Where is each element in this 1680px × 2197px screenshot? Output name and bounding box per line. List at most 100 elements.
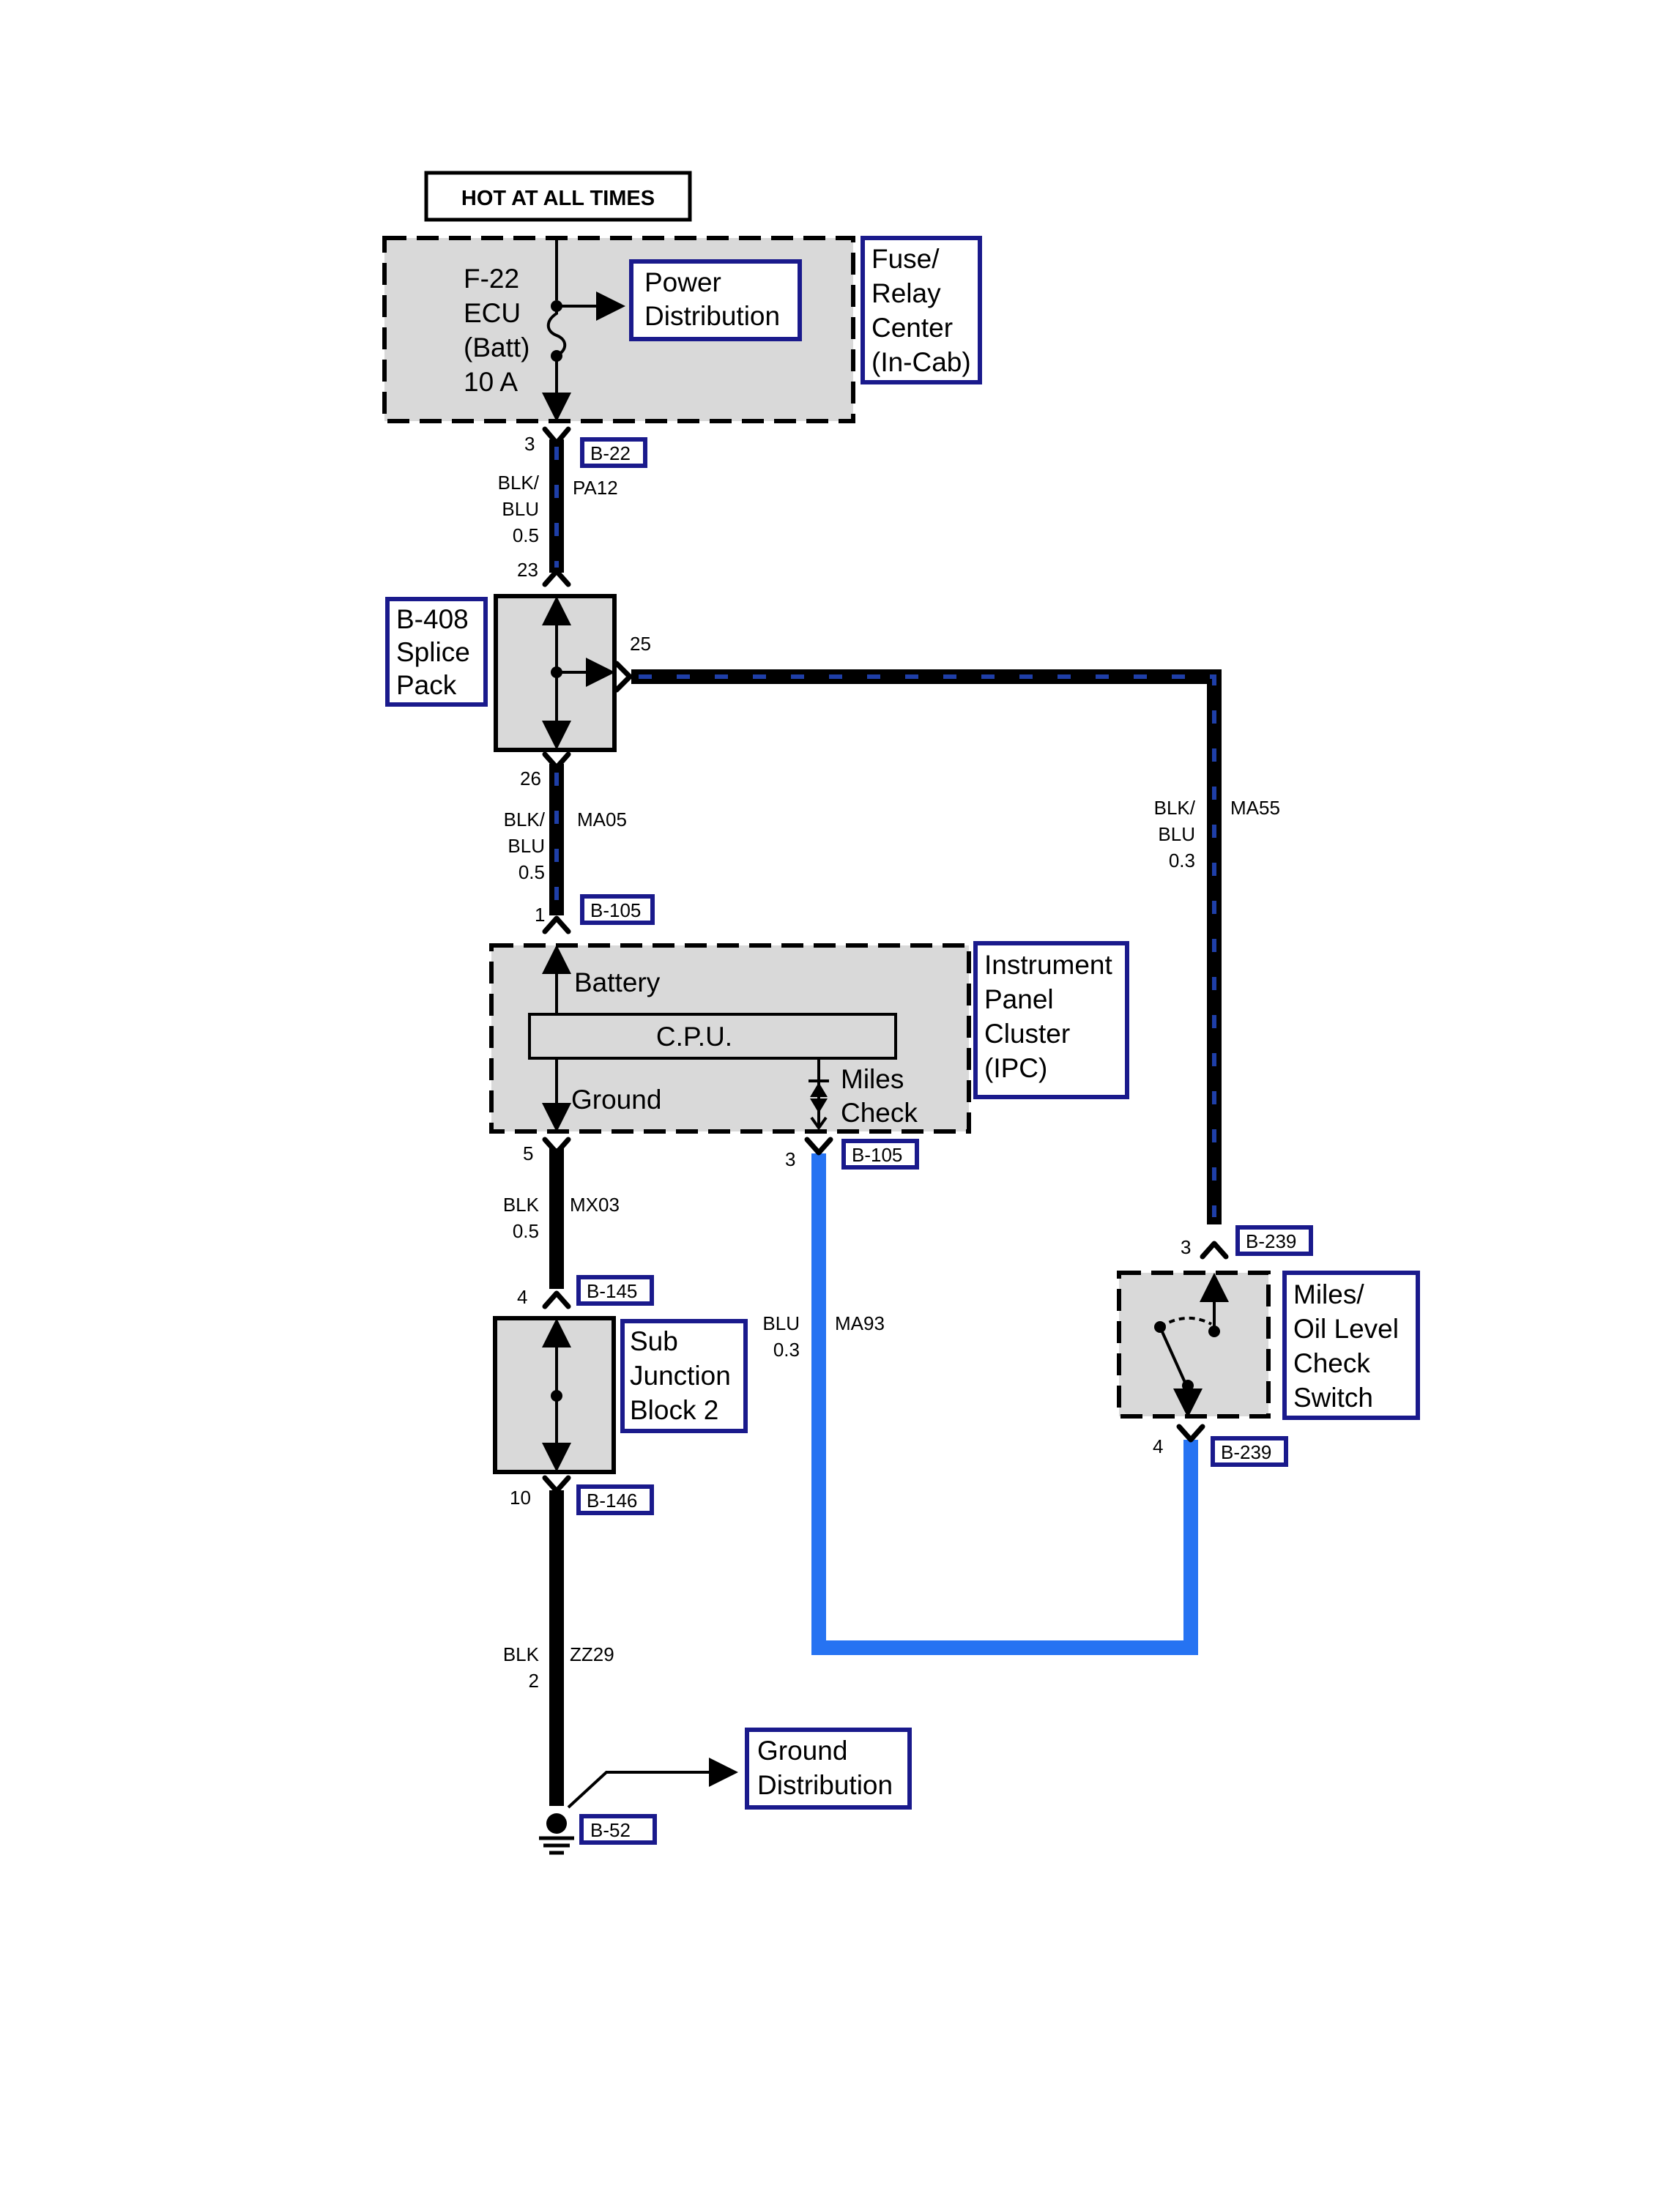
connector-25-icon — [614, 661, 633, 693]
cpu-label: C.P.U. — [656, 1022, 732, 1052]
wire-ma05-circuit-label: MA05 — [577, 808, 627, 830]
wire-zz29-color-label: BLK 2 — [503, 1643, 540, 1692]
connector-b105-pin3-box — [841, 1139, 919, 1170]
wire-zz29-circuit-label: ZZ29 — [570, 1643, 614, 1665]
svg-text:BLU: BLU — [502, 498, 539, 520]
svg-text:Block 2: Block 2 — [630, 1395, 718, 1425]
pin-4-label: 4 — [517, 1286, 527, 1308]
wire-ma93 — [811, 1153, 1198, 1655]
svg-text:Pack: Pack — [396, 670, 457, 700]
switch-label-box — [1282, 1271, 1420, 1420]
ipc-ground-label: Ground — [571, 1085, 661, 1115]
svg-text:2: 2 — [529, 1670, 539, 1692]
wire-pa12-circuit-label: PA12 — [573, 477, 618, 499]
connector-b145-label: B-145 — [587, 1280, 637, 1302]
miles-check-arrow-down-icon — [810, 1098, 828, 1113]
switch-label: Miles/ — [1293, 1279, 1364, 1309]
wire-ma05-color-label: BLK/ BLU 0.5 — [504, 808, 546, 883]
svg-text:BLK: BLK — [503, 1643, 540, 1665]
wire-ma55-stripe — [639, 674, 1216, 1217]
svg-text:(Batt): (Batt) — [464, 332, 529, 363]
svg-text:0.5: 0.5 — [513, 524, 539, 546]
wire-mx03-color-label: BLK 0.5 — [503, 1194, 540, 1242]
svg-text:BLK/: BLK/ — [504, 808, 546, 830]
svg-text:10 A: 10 A — [464, 367, 518, 397]
splice-pack-label-box — [385, 597, 488, 707]
wire-ma93-color-label: BLU 0.3 — [762, 1312, 800, 1361]
ground-terminal-icon — [546, 1813, 567, 1834]
ground-distribution-label-box — [745, 1728, 912, 1810]
svg-text:Check: Check — [841, 1098, 918, 1128]
svg-text:0.5: 0.5 — [519, 861, 545, 883]
connector-b22-icon — [542, 426, 571, 446]
connector-b105-pin3-icon — [804, 1137, 833, 1156]
svg-text:0.5: 0.5 — [513, 1220, 539, 1242]
svg-text:Relay: Relay — [871, 278, 941, 308]
ground-distribution-label: Ground — [757, 1736, 847, 1766]
connector-23-icon — [542, 568, 571, 587]
hot-at-all-times-box — [424, 171, 692, 222]
svg-text:Switch: Switch — [1293, 1383, 1373, 1413]
sub-junction-node — [551, 1390, 562, 1402]
pin-10-label: 10 — [510, 1487, 531, 1509]
miles-check-arrow-up-icon — [810, 1082, 828, 1097]
miles-check-label: Miles — [841, 1064, 904, 1094]
connector-b105-pin3-label: B-105 — [852, 1144, 902, 1166]
svg-text:ECU: ECU — [464, 298, 521, 328]
svg-text:0.3: 0.3 — [1169, 850, 1195, 871]
ipc-label-box — [973, 941, 1129, 1099]
connector-b239-top-box — [1235, 1225, 1313, 1256]
svg-text:Check: Check — [1293, 1348, 1370, 1378]
connector-b145-icon — [542, 1290, 571, 1309]
sub-junction-label: Sub — [630, 1326, 678, 1356]
pin-5-label: 5 — [523, 1142, 533, 1164]
fuse-f22-label: F-22 ECU (Batt) 10 A — [464, 264, 529, 397]
power-distribution-label: Power — [644, 267, 721, 297]
connector-26-icon — [542, 751, 571, 770]
switch-arc — [1159, 1316, 1212, 1328]
connector-b239-top-icon — [1200, 1241, 1229, 1260]
oil-level-switch-box — [1117, 1271, 1271, 1419]
wire-mx03-circuit-label: MX03 — [570, 1194, 620, 1216]
ipc-label: Instrument — [984, 950, 1113, 980]
connector-b146-label: B-146 — [587, 1490, 637, 1512]
svg-text:BLK/: BLK/ — [498, 472, 540, 494]
svg-text:Splice: Splice — [396, 637, 470, 667]
svg-text:BLU: BLU — [508, 835, 545, 857]
wire-ma55-circuit-label: MA55 — [1230, 797, 1280, 819]
ground-symbol-icon — [539, 1836, 574, 1855]
svg-text:BLK/: BLK/ — [1154, 797, 1196, 819]
svg-text:BLU: BLU — [1158, 823, 1195, 845]
fuse-element-icon — [546, 306, 567, 357]
pin-1-label: 1 — [535, 904, 545, 926]
connector-b145-box — [576, 1275, 654, 1306]
connector-b239-bottom-icon — [1176, 1424, 1205, 1443]
connector-b239-bottom-label: B-239 — [1221, 1441, 1271, 1463]
wire-ma55-color-label: BLK/ BLU 0.3 — [1154, 797, 1196, 871]
svg-text:(IPC): (IPC) — [984, 1053, 1047, 1083]
svg-text:BLK: BLK — [503, 1194, 540, 1216]
connector-b22-label: B-22 — [590, 442, 631, 464]
svg-text:Oil Level: Oil Level — [1293, 1314, 1399, 1344]
splice-pack-label: B-408 — [396, 604, 469, 634]
connector-b239-bottom-box — [1211, 1436, 1288, 1467]
fuse-relay-center-label: Fuse/ — [871, 244, 940, 274]
svg-text:Panel: Panel — [984, 984, 1054, 1014]
connector-b146-box — [576, 1484, 654, 1515]
switch-pin-3-label: 3 — [1181, 1236, 1191, 1258]
switch-blade-icon — [1159, 1326, 1188, 1386]
pin-26-label: 26 — [520, 767, 541, 789]
switch-pin-4-label: 4 — [1153, 1435, 1163, 1457]
ipc-battery-label: Battery — [574, 967, 661, 997]
connector-b105-top-icon — [542, 915, 571, 934]
ipc-pin-3-label: 3 — [785, 1148, 795, 1170]
power-distribution-label-box — [629, 259, 802, 341]
fuse-relay-center-label-box — [861, 236, 982, 384]
connector-b22-box — [580, 437, 647, 468]
sub-junction-label-box — [620, 1319, 748, 1433]
connector-b105-box — [580, 894, 655, 925]
wire-ma93-circuit-label: MA93 — [835, 1312, 885, 1334]
svg-text:F-22: F-22 — [464, 264, 519, 294]
connector-5-icon — [542, 1137, 571, 1156]
